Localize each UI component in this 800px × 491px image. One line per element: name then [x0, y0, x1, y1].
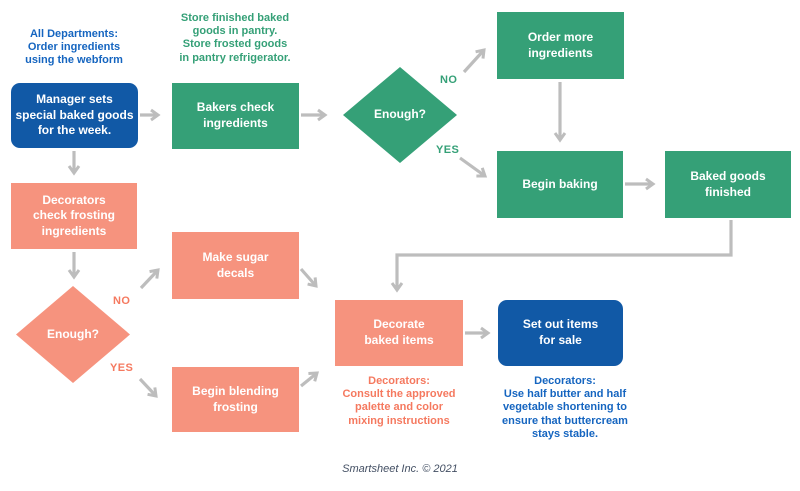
arrow-finished-to-decorate: [390, 220, 733, 293]
arrow-enough2-yes-to-blending: [138, 377, 158, 398]
arrow-enough2-no-to-decals: [139, 268, 160, 290]
annotation-webform: All Departments: Order ingredients using…: [25, 28, 123, 67]
branch-label-frosting-no: NO: [113, 295, 131, 307]
branch-label-ingredients-no: NO: [440, 74, 458, 86]
branch-label-frosting-yes: YES: [110, 362, 134, 374]
arrow-enough-yes-to-begin-baking: [459, 156, 488, 178]
node-begin-blending-frosting: Begin blending frosting: [172, 367, 299, 432]
branch-label-ingredients-yes: YES: [436, 144, 460, 156]
arrow-enough-no-to-order: [462, 48, 486, 74]
arrow-blending-to-decorate: [299, 371, 320, 388]
node-manager-sets-goods: Manager sets special baked goods for the…: [11, 83, 138, 148]
annotation-storage: Store finished baked goods in pantry. St…: [179, 12, 291, 64]
arrow-decals-to-decorate: [299, 267, 318, 288]
annotation-palette: Decorators: Consult the approved palette…: [342, 375, 456, 427]
node-baked-goods-finished: Baked goods finished: [665, 151, 791, 218]
node-order-more-ingredients: Order more ingredients: [497, 12, 624, 79]
node-begin-baking: Begin baking: [497, 151, 623, 218]
node-decorators-check-frosting: Decorators check frosting ingredients: [11, 183, 137, 249]
copyright-footer: Smartsheet Inc. © 2021: [342, 463, 458, 475]
annotation-buttercream: Decorators: Use half butter and half veg…: [502, 375, 628, 440]
node-decorate-baked-items: Decorate baked items: [335, 300, 463, 366]
node-make-sugar-decals: Make sugar decals: [172, 232, 299, 299]
node-bakers-check-ingredients: Bakers check ingredients: [172, 83, 299, 149]
node-set-out-items: Set out items for sale: [498, 300, 623, 366]
